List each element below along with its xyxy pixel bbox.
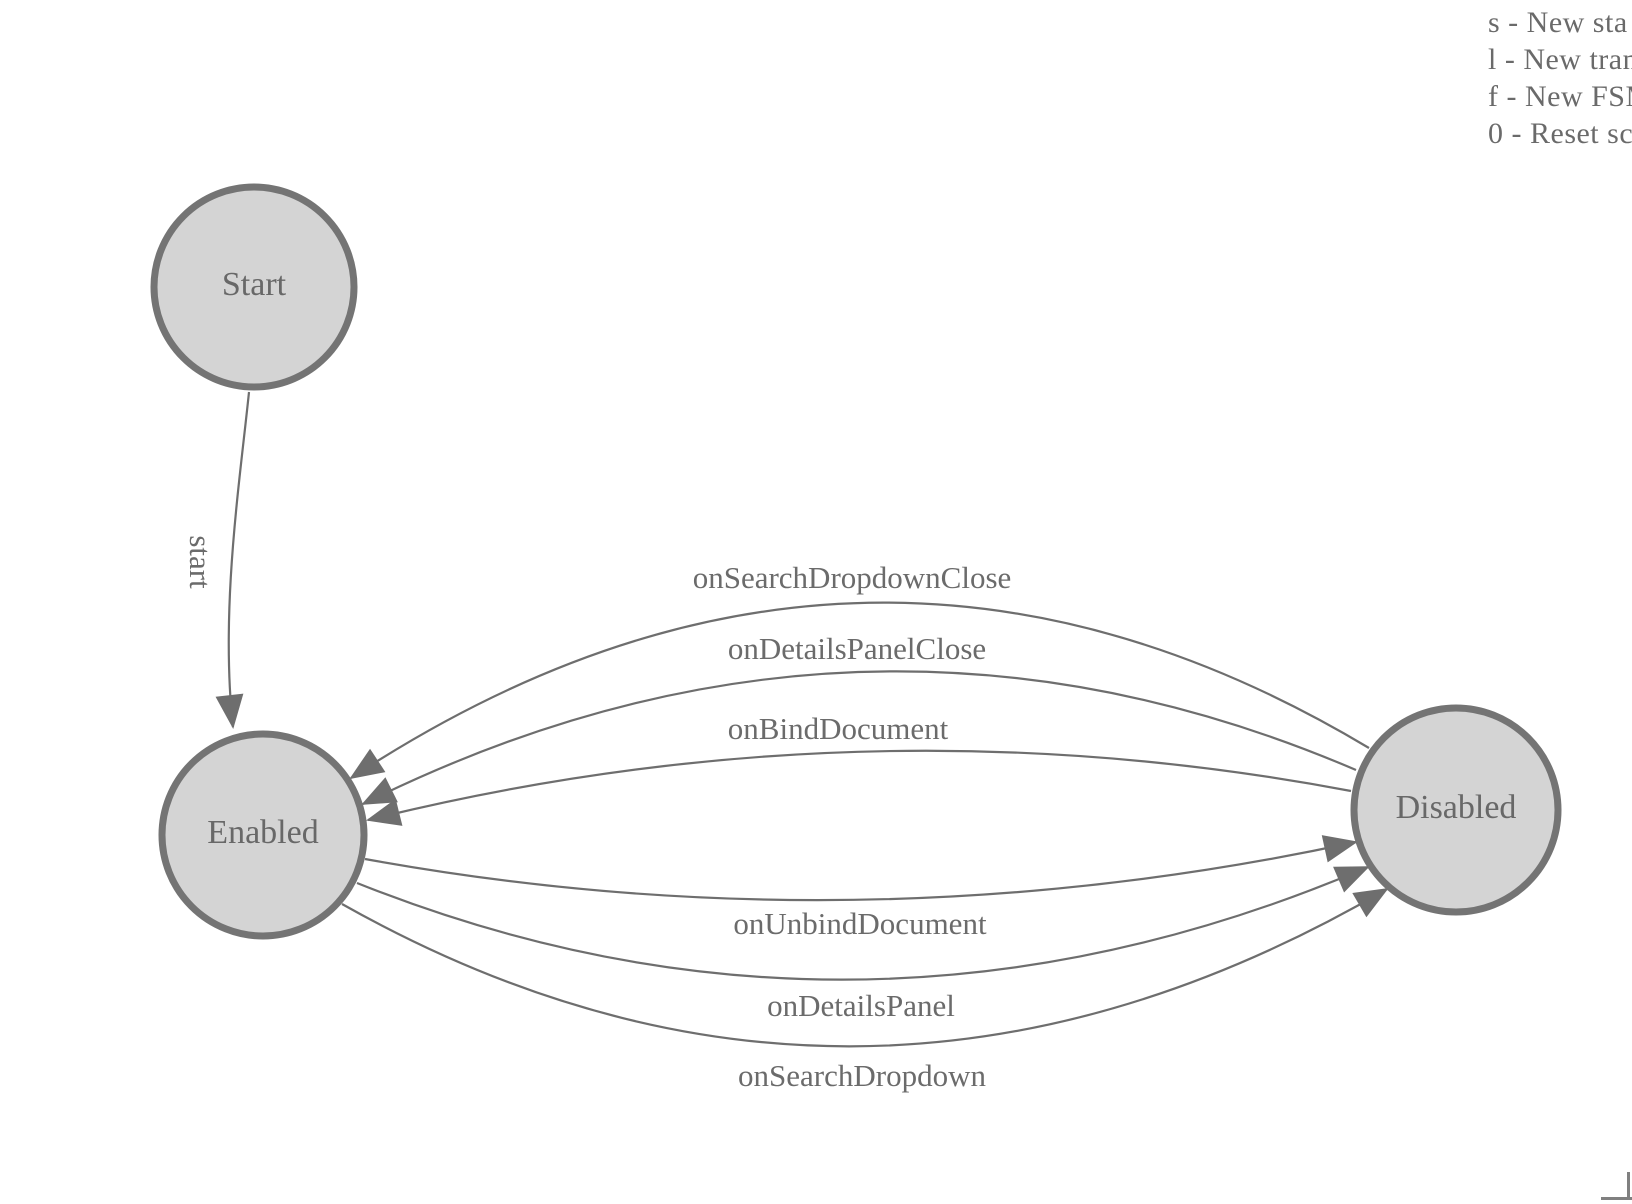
edge-enabled-to-disabled-onUnbindDocument: onUnbindDocument: [364, 835, 1358, 941]
transition-label-onBindDocument: onBindDocument: [728, 711, 949, 746]
transition-path-onDetailsPanel[interactable]: [356, 865, 1370, 981]
edge-disabled-to-enabled-onSearchDropdownClose: onSearchDropdownClose: [349, 560, 1370, 780]
state-label-enabled: Enabled: [207, 814, 318, 851]
state-node-start: Start: [150, 183, 358, 391]
transition-label-onUnbindDocument: onUnbindDocument: [733, 906, 987, 941]
clipped-box-corner-horizontal: [1601, 1197, 1632, 1200]
state-node-disabled: Disabled: [1350, 704, 1562, 916]
state-circle-start[interactable]: [150, 183, 358, 391]
clipped-box-corner-vertical: [1627, 1172, 1630, 1200]
legend-line-new-state: s - New sta: [1488, 6, 1628, 39]
shortcut-legend: s - New sta l - New tran f - New FSM 0 -…: [1488, 4, 1632, 152]
legend-line-new-transition: l - New tran: [1488, 43, 1632, 76]
transition-label-onSearchDropdownClose: onSearchDropdownClose: [693, 560, 1012, 595]
transition-path-onUnbindDocument[interactable]: [364, 835, 1358, 902]
transition-path-onSearchDropdownClose[interactable]: [349, 601, 1370, 780]
edge-enabled-to-disabled-onSearchDropdown: onSearchDropdown: [341, 887, 1389, 1093]
edge-start-to-enabled: start: [183, 391, 251, 729]
transition-path-start[interactable]: [215, 391, 251, 729]
transition-path-onDetailsPanelClose[interactable]: [361, 670, 1357, 805]
legend-line-reset: 0 - Reset sc: [1488, 117, 1632, 150]
transition-label-onDetailsPanel: onDetailsPanel: [767, 988, 955, 1023]
transition-path-onSearchDropdown[interactable]: [341, 887, 1389, 1048]
state-label-disabled: Disabled: [1396, 789, 1517, 826]
transition-label-onDetailsPanelClose: onDetailsPanelClose: [728, 631, 986, 666]
state-circle-disabled[interactable]: [1350, 704, 1562, 916]
transition-path-onBindDocument[interactable]: [366, 749, 1352, 826]
state-circle-enabled[interactable]: [158, 730, 368, 940]
transition-label-start: start: [183, 535, 218, 589]
edge-disabled-to-enabled-onDetailsPanelClose: onDetailsPanelClose: [361, 631, 1357, 805]
state-node-enabled: Enabled: [158, 730, 368, 940]
edge-enabled-to-disabled-onDetailsPanel: onDetailsPanel: [356, 865, 1370, 1023]
edge-disabled-to-enabled-onBindDocument: onBindDocument: [366, 711, 1352, 826]
legend-line-new-fsm: f - New FSM: [1488, 80, 1632, 113]
state-label-start: Start: [222, 266, 287, 303]
transition-label-onSearchDropdown: onSearchDropdown: [738, 1058, 986, 1093]
